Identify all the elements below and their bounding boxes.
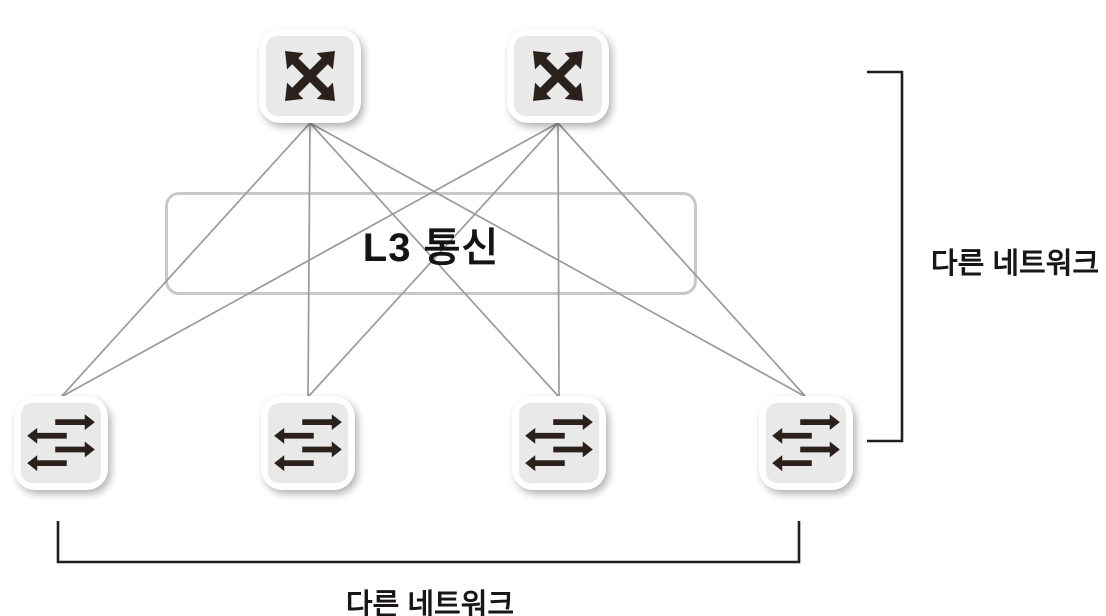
bottom-bracket [56,521,801,564]
link-spine2-leaf2 [307,122,559,398]
l3-communication-label: L3 통신 [362,225,500,270]
bottom-network-label: 다른 네트워크 [345,589,515,616]
l3-switch-icon [266,36,354,116]
link-spine1-leaf3 [309,122,560,398]
right-network-label: 다른 네트워크 [930,248,1100,280]
l2-switch-icon [766,403,846,483]
l2-switch-icon [21,403,101,483]
link-spine2-leaf3 [557,122,560,398]
spine-switch-1 [259,29,361,123]
leaf-switch-1 [14,396,108,490]
leaf-switch-3 [512,396,606,490]
leaf-switch-4 [759,396,853,490]
link-spine1-leaf1 [60,122,311,398]
l2-switch-icon [268,403,348,483]
right-bracket [867,70,904,443]
l2-switch-icon [519,403,599,483]
leaf-switch-2 [261,396,355,490]
l3-switch-icon [514,36,602,116]
spine-switch-2 [507,29,609,123]
link-spine2-leaf1 [60,122,559,398]
link-spine2-leaf4 [557,122,807,398]
